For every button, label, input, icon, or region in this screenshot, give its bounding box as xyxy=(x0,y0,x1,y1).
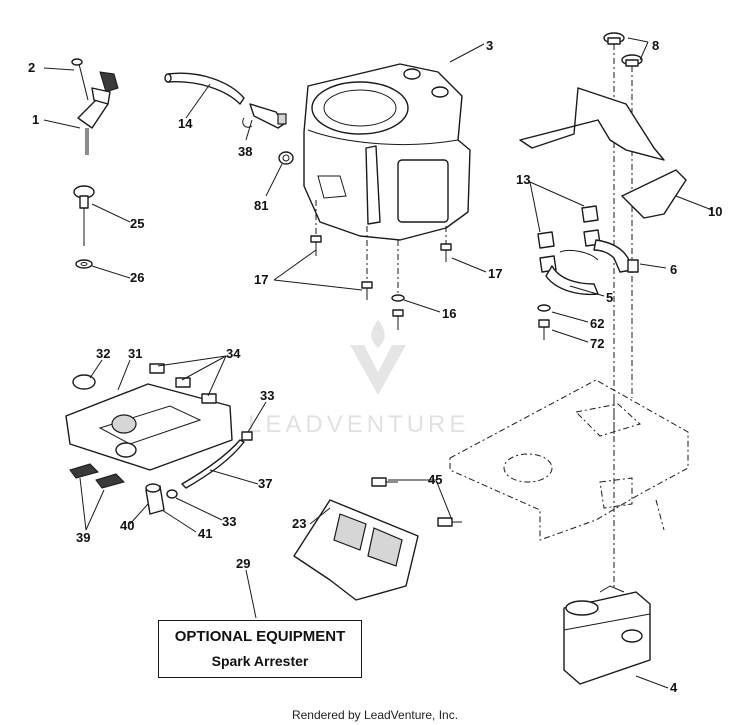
optional-equipment-title: OPTIONAL EQUIPMENT xyxy=(174,628,346,645)
callout-81: 81 xyxy=(254,198,268,213)
breather-hose-part xyxy=(145,431,253,515)
spark-arrester-part xyxy=(293,477,462,601)
callout-2: 2 xyxy=(28,60,35,75)
knob-part xyxy=(603,32,643,590)
exhaust-pipe-part xyxy=(537,205,639,296)
leadventure-watermark: LEADVENTURE xyxy=(248,320,469,438)
callout-62: 62 xyxy=(590,316,604,331)
optional-equipment-subtitle: Spark Arrester xyxy=(211,653,309,669)
frame-part xyxy=(449,379,689,541)
foam-element-part xyxy=(69,463,125,489)
callout-8: 8 xyxy=(652,38,659,53)
callout-4: 4 xyxy=(670,680,678,695)
grommet-part xyxy=(278,151,294,165)
callout-10: 10 xyxy=(708,204,722,219)
callout-17-right: 17 xyxy=(488,266,502,281)
air-cleaner-cover-part xyxy=(65,363,233,471)
callout-40: 40 xyxy=(120,518,134,533)
callout-14: 14 xyxy=(178,116,193,131)
callout-33-top: 33 xyxy=(260,388,274,403)
callout-38: 38 xyxy=(238,144,252,159)
callout-23: 23 xyxy=(292,516,306,531)
callout-32: 32 xyxy=(96,346,110,361)
callout-72: 72 xyxy=(590,336,604,351)
leader-lines xyxy=(43,37,713,689)
dipstick-part xyxy=(73,185,95,269)
callout-3: 3 xyxy=(486,38,493,53)
callout-25: 25 xyxy=(130,216,144,231)
fuel-line-part xyxy=(164,72,245,105)
engine-part xyxy=(303,63,471,241)
callout-labels: 1 2 3 4 5 6 8 10 13 14 16 17 17 23 25 26… xyxy=(28,38,722,695)
callout-33-bottom: 33 xyxy=(222,514,236,529)
fuel-fitting-part xyxy=(242,103,287,129)
callout-1: 1 xyxy=(32,112,39,127)
callout-17-left: 17 xyxy=(254,272,268,287)
footer-credit: Rendered by LeadVenture, Inc. xyxy=(291,708,459,722)
throttle-control-part xyxy=(71,58,119,155)
callout-16: 16 xyxy=(442,306,456,321)
engine-bolts-part xyxy=(310,200,452,330)
callout-6: 6 xyxy=(670,262,677,277)
callout-26: 26 xyxy=(130,270,144,285)
heat-shield-part xyxy=(519,87,687,219)
optional-equipment-box: OPTIONAL EQUIPMENT Spark Arrester xyxy=(158,620,362,678)
callout-31: 31 xyxy=(128,346,142,361)
muffler-part xyxy=(563,585,651,685)
callout-5: 5 xyxy=(606,290,613,305)
callout-39: 39 xyxy=(76,530,90,545)
callout-37: 37 xyxy=(258,476,272,491)
callout-45: 45 xyxy=(428,472,442,487)
callout-29: 29 xyxy=(236,556,250,571)
callout-34: 34 xyxy=(226,346,241,361)
callout-41: 41 xyxy=(198,526,212,541)
watermark-text: LEADVENTURE xyxy=(248,411,469,438)
exhaust-hardware-part xyxy=(537,304,551,340)
callout-13: 13 xyxy=(516,172,530,187)
